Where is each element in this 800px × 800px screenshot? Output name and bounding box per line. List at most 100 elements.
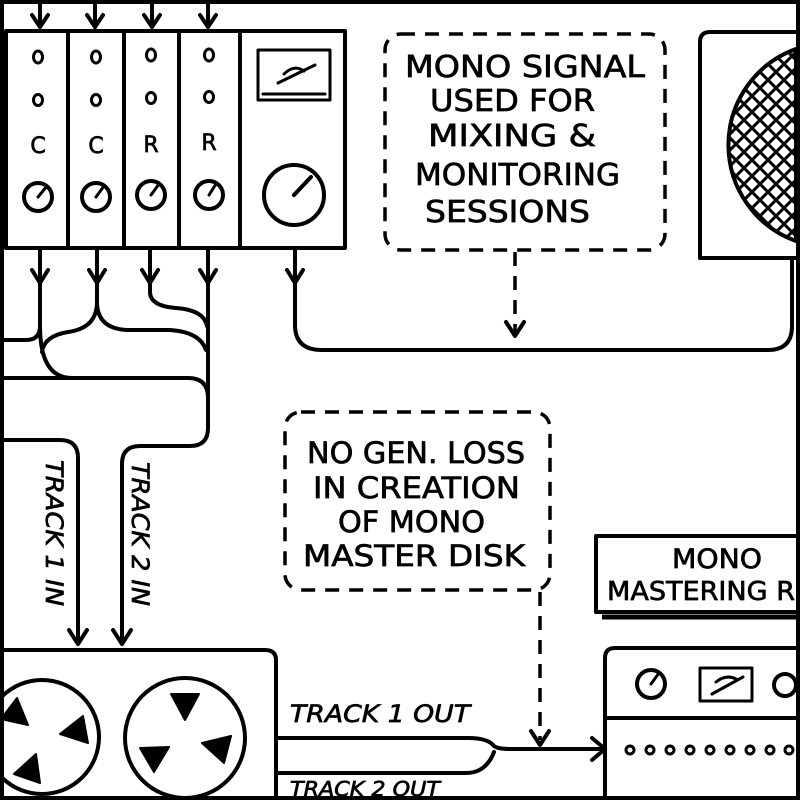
channel-strip-1: C (22, 49, 54, 213)
mastering-recorder-button (724, 744, 736, 756)
route-track-2-in (120, 281, 210, 645)
mastering-recorder-knob-right (772, 672, 798, 698)
track-1-out-arrowhead (590, 736, 607, 762)
monitor-speaker-cabinet (698, 30, 798, 260)
mastering-recorder-button (664, 744, 676, 756)
tape-reel-left-rim (0, 678, 101, 796)
tape-machine (0, 648, 278, 800)
mastering-recorder-meter-scale (714, 675, 738, 684)
mastering-recorder-meter (698, 666, 754, 703)
channel-strip-3: R (135, 47, 167, 211)
track-2-in-label: TRACK 2 IN (126, 462, 154, 606)
mastering-recorder-label: MONO MASTERING R (594, 534, 798, 620)
channel-1-indicator-bottom (32, 93, 44, 107)
channel-1-knob-pointer (36, 184, 49, 199)
track-1-out-label: TRACK 1 OUT (290, 700, 473, 728)
input-arrow-2-head (85, 13, 105, 29)
tape-reel-left-spoke (13, 753, 41, 784)
channel-2-label: C (88, 134, 103, 159)
console-master-knob-pointer (292, 175, 313, 197)
mastering-recorder-label-line-1: MONO (672, 544, 762, 575)
channel-4-knob-pointer (207, 182, 218, 197)
monitor-speaker-cone (726, 46, 798, 244)
track-2-out-label: TRACK 2 OUT (290, 777, 442, 800)
note-mono-signal-line-1: MONO SIGNAL (405, 50, 645, 85)
console-vu-meter (256, 48, 332, 102)
channel-1-label: C (30, 134, 45, 159)
mastering-recorder-button (744, 744, 756, 756)
channel-2-indicator-top (90, 49, 102, 65)
tape-reel-right-spoke (201, 735, 232, 764)
track-2-out-line (274, 750, 496, 775)
channel-strip-4: R (193, 47, 225, 211)
tape-outputs: TRACK 1 OUT TRACK 2 OUT (274, 700, 607, 800)
console-input-arrows (30, 2, 218, 29)
note-mono-signal-line-3: MIXING & (428, 119, 596, 154)
console-body (4, 29, 347, 250)
tape-machine-body (2, 648, 278, 798)
input-arrow-1-head (30, 13, 50, 29)
note-no-gen-loss-line-3: OF MONO (338, 505, 485, 539)
mastering-recorder-label-box (594, 534, 798, 614)
mastering-recorder-button (684, 744, 696, 756)
channel-2-knob (80, 181, 112, 213)
signal-routing (2, 256, 794, 646)
tape-reel-right-spoke (170, 693, 200, 721)
channel-2-knob-pointer (94, 184, 106, 199)
console-output-arrows (30, 246, 305, 285)
route-channel-2-right (95, 300, 208, 352)
mixing-console: C C R R (4, 29, 347, 250)
channel-3-indicator-bottom (145, 91, 157, 105)
channel-4-indicator-bottom (203, 90, 215, 104)
note-mono-signal-box (383, 32, 667, 252)
track-1-in-arrowhead (67, 628, 89, 646)
tape-reel-right-spoke (139, 746, 170, 773)
channel-4-indicator-top (203, 47, 215, 63)
mastering-recorder-button (624, 744, 636, 756)
tape-reel-left-spoke (0, 697, 29, 726)
channel-3-indicator-top (145, 47, 157, 63)
channel-1-knob (22, 181, 54, 213)
monitor-speaker (698, 30, 798, 260)
route-track-1-in (2, 438, 80, 645)
track-1-in-label: TRACK 1 IN (40, 460, 68, 606)
mastering-recorder-button (783, 744, 795, 756)
mastering-recorder-meter-needle (710, 675, 745, 696)
input-arrow-4-head (198, 13, 218, 29)
channel-3-knob (135, 179, 167, 211)
channel-2-indicator-bottom (90, 93, 102, 107)
note-mono-signal: MONO SIGNAL USED FOR MIXING & MONITORING… (383, 32, 667, 338)
note-no-gen-loss-line-2: IN CREATION (313, 471, 520, 505)
channel-3-label: R (143, 133, 158, 158)
channel-4-knob (193, 179, 225, 211)
note-no-gen-loss-line-1: NO GEN. LOSS (307, 436, 525, 470)
tape-reel-left (0, 678, 101, 796)
tape-reel-right (123, 676, 247, 800)
note-mono-signal-line-5: SESSIONS (425, 195, 590, 230)
mastering-recorder (603, 646, 798, 798)
console-master-section (256, 48, 332, 227)
mastering-recorder-button (764, 744, 776, 756)
track-1-out-line (274, 736, 606, 751)
note-no-gen-loss: NO GEN. LOSS IN CREATION OF MONO MASTER … (283, 410, 552, 747)
note-no-gen-loss-line-4: MASTER DISK (303, 539, 526, 573)
note-mono-signal-line-4: MONITORING (415, 158, 620, 193)
input-arrow-3-head (142, 13, 162, 29)
tape-reel-right-rim (123, 676, 247, 800)
mastering-recorder-button (704, 744, 716, 756)
mastering-recorder-label-line-2: MASTERING R (607, 577, 795, 607)
note-mono-signal-pointer-head (504, 320, 526, 338)
channel-strip-2: C (80, 49, 112, 213)
console-master-knob (262, 163, 326, 227)
mastering-recorder-body (603, 646, 798, 798)
route-channel-3 (148, 281, 209, 328)
track-2-in-arrowhead (111, 628, 133, 646)
note-no-gen-loss-pointer-head (529, 729, 551, 747)
channel-4-label: R (201, 131, 216, 156)
tape-reel-left-spoke (59, 715, 89, 744)
mastering-recorder-knob-left (635, 668, 667, 700)
route-channel-2-left (40, 281, 99, 354)
console-vu-meter-needle (276, 63, 317, 85)
